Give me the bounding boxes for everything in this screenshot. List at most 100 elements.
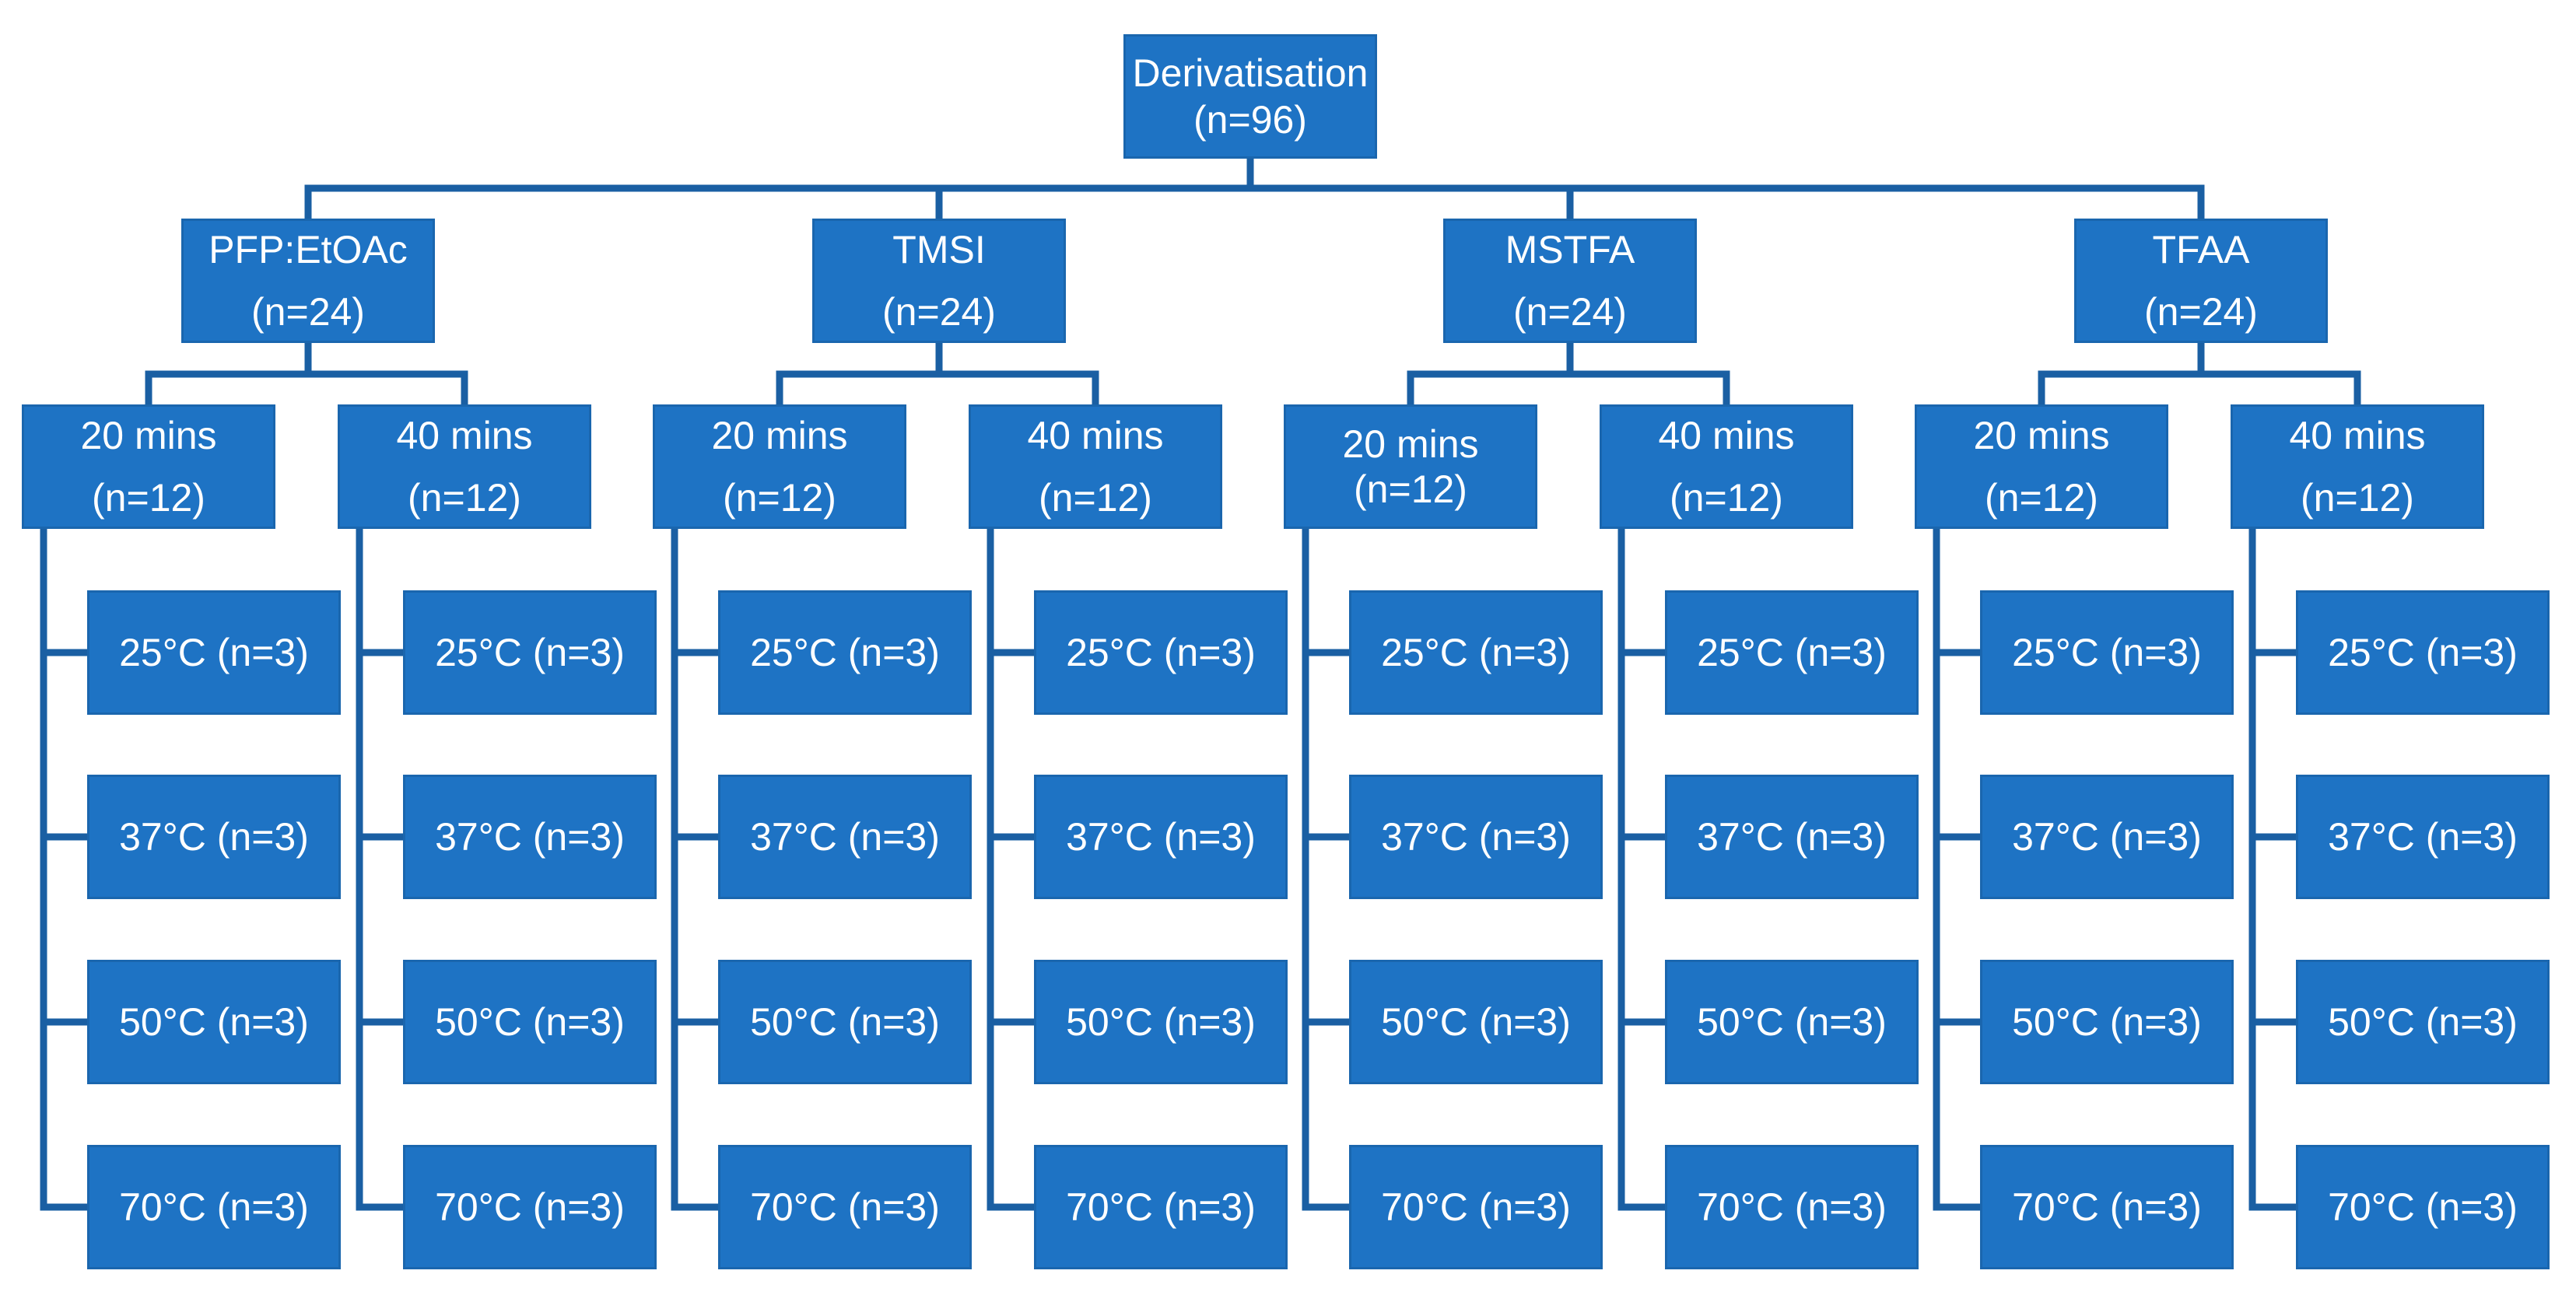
temperature-label: 25°C (n=3) xyxy=(750,631,940,674)
temperature-node: 37°C (n=3) xyxy=(87,775,341,899)
time-node-40-mins-count: (n=12) xyxy=(1670,476,1783,520)
temperature-node: 50°C (n=3) xyxy=(718,960,972,1084)
temperature-node: 25°C (n=3) xyxy=(87,590,341,715)
temperature-label: 50°C (n=3) xyxy=(1381,1000,1571,1044)
temperature-label: 37°C (n=3) xyxy=(1066,815,1256,859)
temperature-node: 25°C (n=3) xyxy=(1349,590,1603,715)
temperature-node: 70°C (n=3) xyxy=(1980,1145,2234,1269)
root-node-label: Derivatisation xyxy=(1132,51,1369,95)
temperature-label: 70°C (n=3) xyxy=(750,1185,940,1229)
reagent-node-mstfa: MSTFA (n=24) xyxy=(1443,219,1697,343)
temperature-label: 37°C (n=3) xyxy=(750,815,940,859)
time-node-40-mins: 40 mins (n=12) xyxy=(1600,404,1853,529)
temperature-label: 25°C (n=3) xyxy=(1066,631,1256,674)
temperature-node: 25°C (n=3) xyxy=(718,590,972,715)
temperature-node: 37°C (n=3) xyxy=(718,775,972,899)
temperature-node: 50°C (n=3) xyxy=(403,960,657,1084)
time-node-40-mins-count: (n=12) xyxy=(408,476,521,520)
time-node-20-mins-label: 20 mins xyxy=(711,414,848,457)
temperature-node: 25°C (n=3) xyxy=(1034,590,1288,715)
temperature-label: 70°C (n=3) xyxy=(119,1185,309,1229)
temperature-label: 50°C (n=3) xyxy=(2328,1000,2518,1044)
temperature-node: 70°C (n=3) xyxy=(403,1145,657,1269)
temperature-node: 25°C (n=3) xyxy=(403,590,657,715)
temperature-node: 37°C (n=3) xyxy=(1665,775,1919,899)
reagent-node-mstfa-count: (n=24) xyxy=(1513,290,1627,334)
time-node-20-mins-count: (n=12) xyxy=(1985,476,2098,520)
root-node: Derivatisation(n=96) xyxy=(1123,34,1377,159)
temperature-node: 70°C (n=3) xyxy=(2296,1145,2550,1269)
temperature-label: 70°C (n=3) xyxy=(435,1185,625,1229)
reagent-node-pfp-etoac: PFP:EtOAc (n=24) xyxy=(181,219,435,343)
time-node-40-mins-label: 40 mins xyxy=(1658,414,1795,457)
time-node-20-mins-count: (n=12) xyxy=(92,476,205,520)
reagent-node-tmsi: TMSI (n=24) xyxy=(812,219,1066,343)
temperature-node: 37°C (n=3) xyxy=(1034,775,1288,899)
reagent-node-pfp-etoac-count: (n=24) xyxy=(251,290,365,334)
time-node-20-mins-label: 20 mins xyxy=(1342,422,1479,466)
temperature-label: 37°C (n=3) xyxy=(2012,815,2202,859)
temperature-label: 70°C (n=3) xyxy=(1066,1185,1256,1229)
temperature-node: 50°C (n=3) xyxy=(1034,960,1288,1084)
time-node-40-mins: 40 mins (n=12) xyxy=(338,404,591,529)
temperature-node: 25°C (n=3) xyxy=(1665,590,1919,715)
temperature-label: 50°C (n=3) xyxy=(119,1000,309,1044)
temperature-label: 37°C (n=3) xyxy=(1697,815,1887,859)
temperature-label: 25°C (n=3) xyxy=(2328,631,2518,674)
time-node-40-mins: 40 mins (n=12) xyxy=(969,404,1222,529)
time-node-40-mins-label: 40 mins xyxy=(396,414,533,457)
temperature-label: 50°C (n=3) xyxy=(750,1000,940,1044)
time-node-20-mins-label: 20 mins xyxy=(80,414,217,457)
temperature-label: 25°C (n=3) xyxy=(1381,631,1571,674)
time-node-20-mins: 20 mins(n=12) xyxy=(1284,404,1537,529)
time-node-40-mins-count: (n=12) xyxy=(1039,476,1152,520)
time-node-40-mins: 40 mins (n=12) xyxy=(2231,404,2484,529)
time-node-20-mins-label: 20 mins xyxy=(1973,414,2110,457)
temperature-node: 25°C (n=3) xyxy=(2296,590,2550,715)
reagent-node-tfaa-count: (n=24) xyxy=(2144,290,2258,334)
temperature-label: 37°C (n=3) xyxy=(119,815,309,859)
temperature-label: 50°C (n=3) xyxy=(2012,1000,2202,1044)
time-node-20-mins: 20 mins (n=12) xyxy=(22,404,275,529)
temperature-label: 70°C (n=3) xyxy=(2328,1185,2518,1229)
temperature-node: 70°C (n=3) xyxy=(1034,1145,1288,1269)
temperature-label: 25°C (n=3) xyxy=(1697,631,1887,674)
temperature-label: 70°C (n=3) xyxy=(1697,1185,1887,1229)
temperature-node: 70°C (n=3) xyxy=(1665,1145,1919,1269)
temperature-node: 25°C (n=3) xyxy=(1980,590,2234,715)
time-node-40-mins-count: (n=12) xyxy=(2301,476,2414,520)
reagent-node-mstfa-label: MSTFA xyxy=(1505,228,1635,271)
temperature-node: 50°C (n=3) xyxy=(2296,960,2550,1084)
time-node-40-mins-label: 40 mins xyxy=(2289,414,2426,457)
temperature-label: 25°C (n=3) xyxy=(119,631,309,674)
time-node-20-mins-count: (n=12) xyxy=(1354,467,1467,511)
reagent-node-tmsi-label: TMSI xyxy=(892,228,986,271)
temperature-label: 70°C (n=3) xyxy=(2012,1185,2202,1229)
temperature-node: 37°C (n=3) xyxy=(1980,775,2234,899)
reagent-node-tmsi-count: (n=24) xyxy=(882,290,996,334)
time-node-20-mins-count: (n=12) xyxy=(723,476,836,520)
temperature-node: 50°C (n=3) xyxy=(1349,960,1603,1084)
temperature-label: 37°C (n=3) xyxy=(2328,815,2518,859)
temperature-label: 25°C (n=3) xyxy=(435,631,625,674)
reagent-node-tfaa: TFAA (n=24) xyxy=(2074,219,2328,343)
temperature-label: 37°C (n=3) xyxy=(1381,815,1571,859)
time-node-40-mins-label: 40 mins xyxy=(1027,414,1164,457)
temperature-label: 50°C (n=3) xyxy=(1697,1000,1887,1044)
reagent-node-tfaa-label: TFAA xyxy=(2152,228,2250,271)
root-node-count: (n=96) xyxy=(1193,98,1307,142)
temperature-node: 50°C (n=3) xyxy=(87,960,341,1084)
temperature-label: 70°C (n=3) xyxy=(1381,1185,1571,1229)
temperature-label: 25°C (n=3) xyxy=(2012,631,2202,674)
temperature-node: 37°C (n=3) xyxy=(1349,775,1603,899)
temperature-node: 37°C (n=3) xyxy=(403,775,657,899)
reagent-node-pfp-etoac-label: PFP:EtOAc xyxy=(209,228,408,271)
time-node-20-mins: 20 mins (n=12) xyxy=(1915,404,2168,529)
temperature-node: 50°C (n=3) xyxy=(1980,960,2234,1084)
temperature-node: 37°C (n=3) xyxy=(2296,775,2550,899)
temperature-label: 37°C (n=3) xyxy=(435,815,625,859)
temperature-node: 70°C (n=3) xyxy=(1349,1145,1603,1269)
temperature-node: 50°C (n=3) xyxy=(1665,960,1919,1084)
